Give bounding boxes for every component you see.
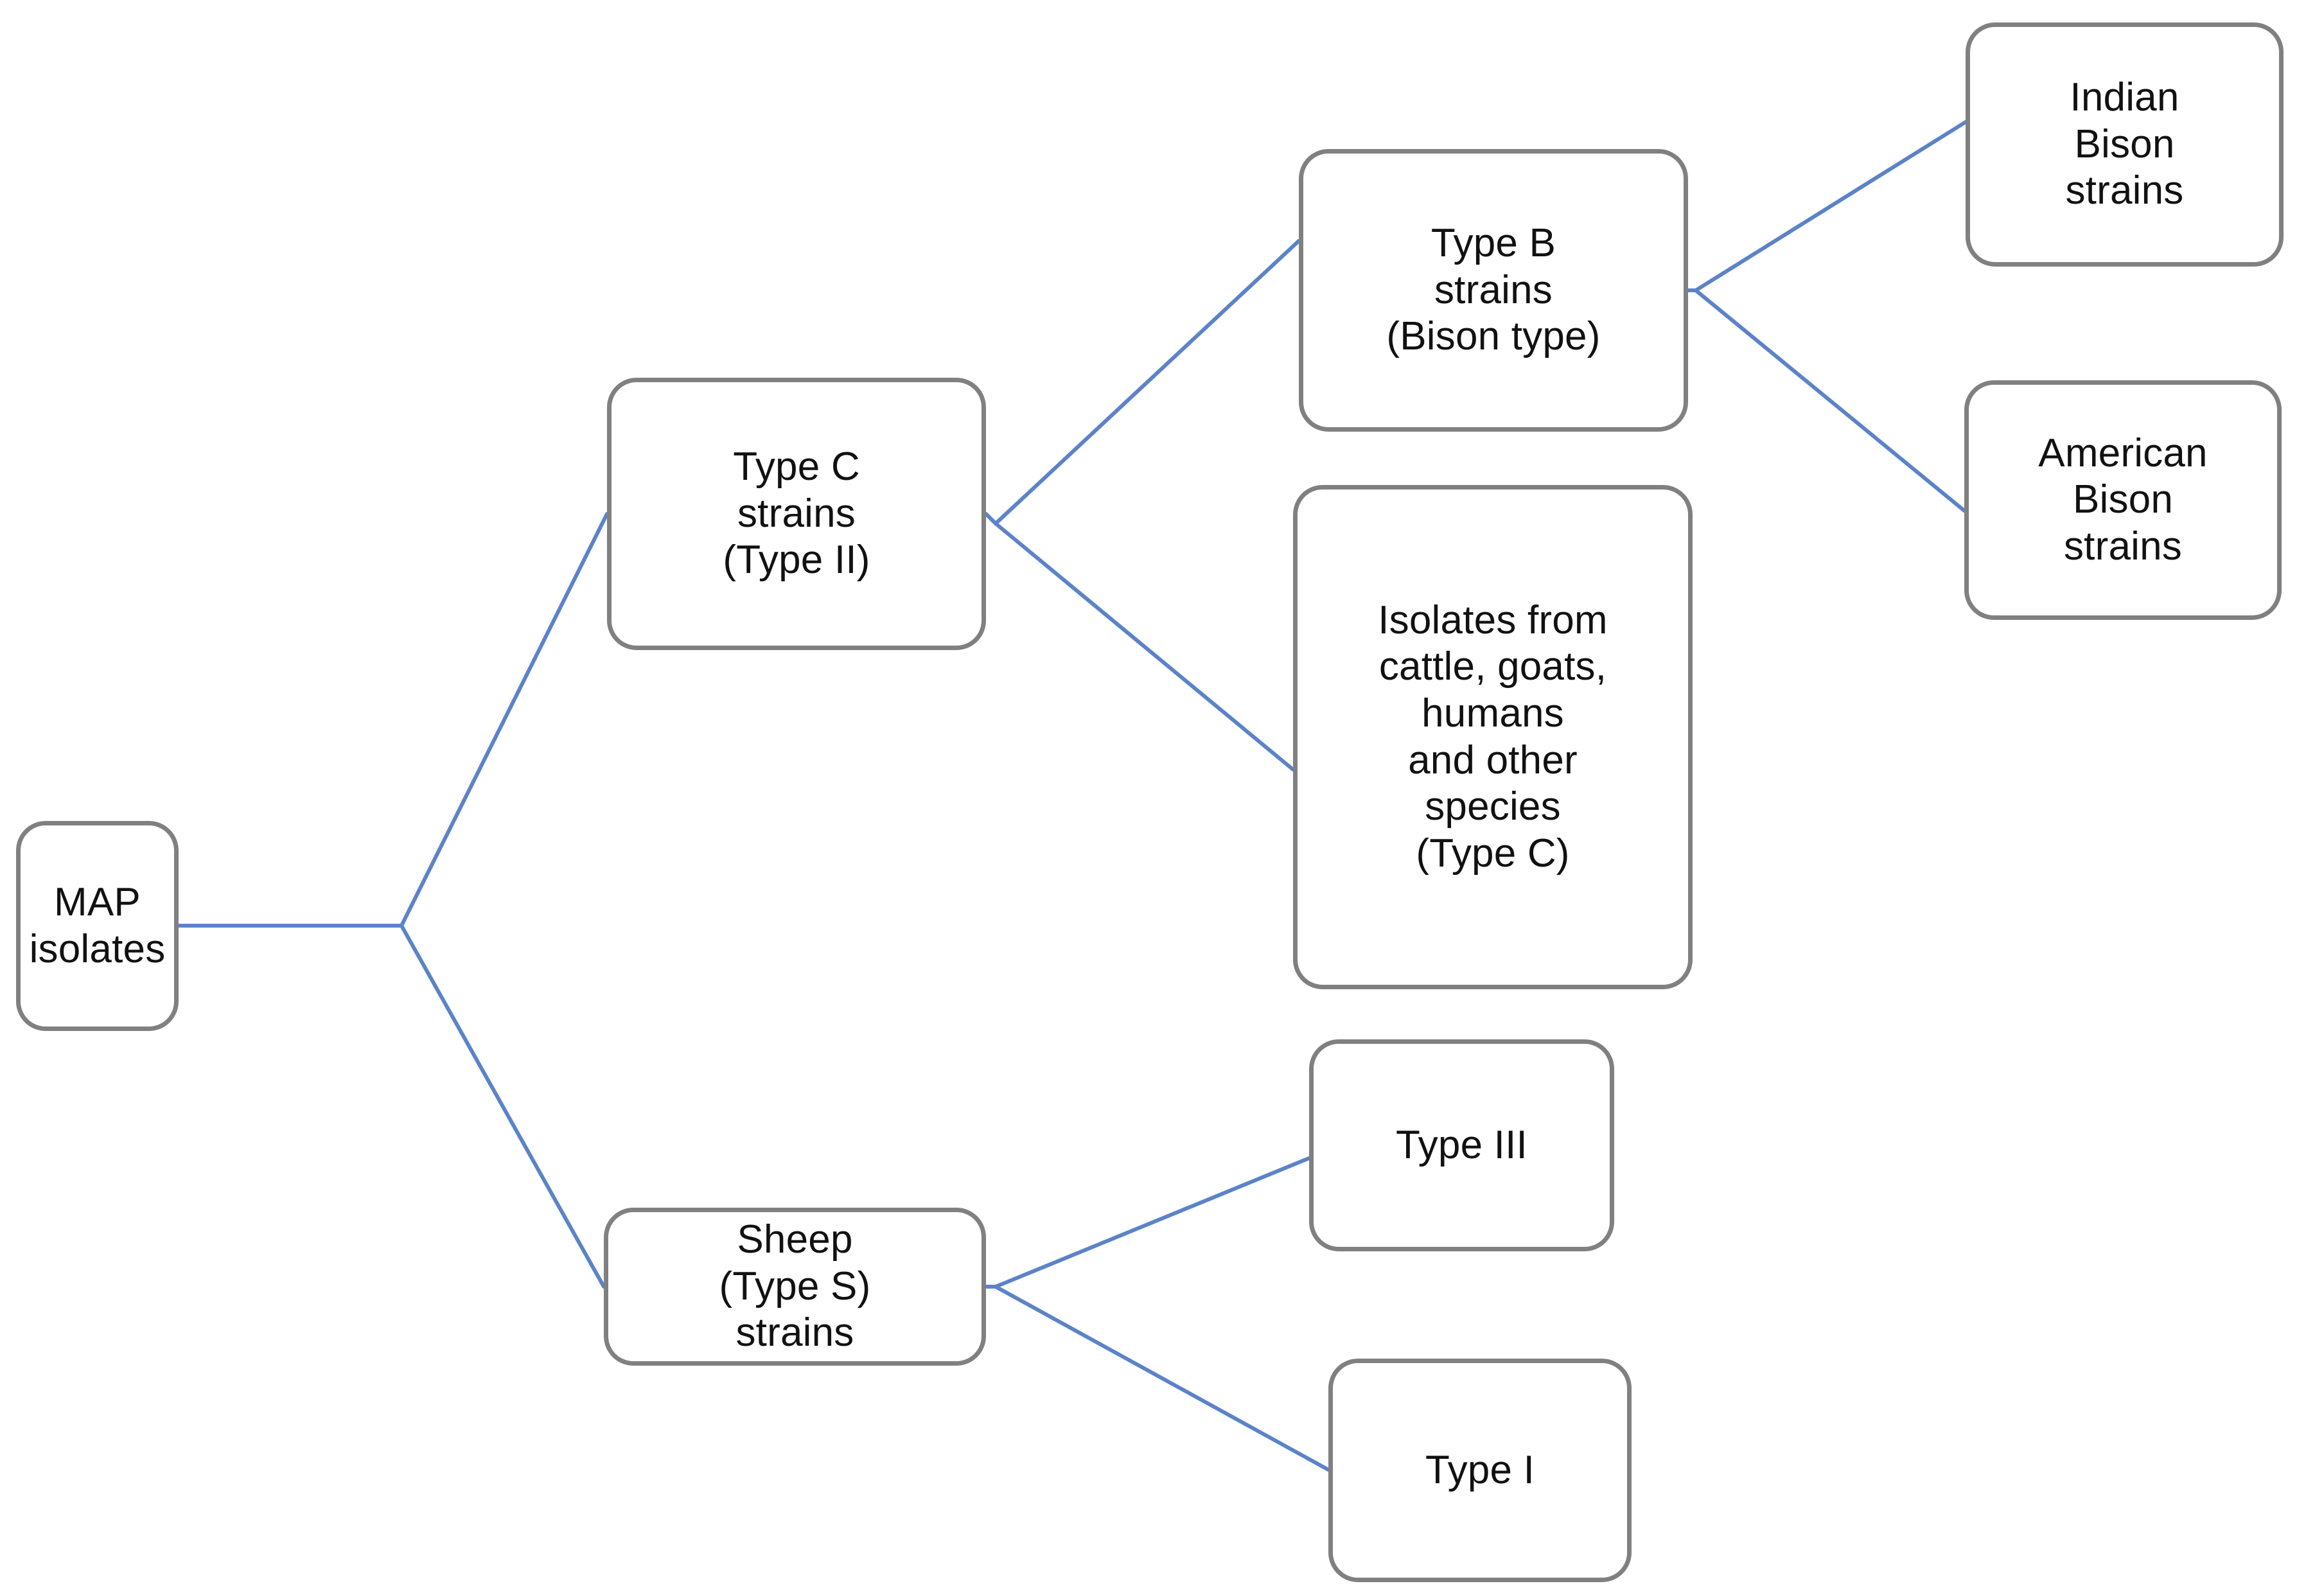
node-type-b-strains[interactable]: Type B strains (Bison type) [1299, 149, 1688, 432]
edge-type-c-to-junction [984, 512, 998, 525]
node-label-type-iii: Type III [1396, 1122, 1527, 1167]
edge-type-c-to-isolates [994, 522, 1295, 771]
node-label-type-c-strains: Type C strains (Type II) [723, 445, 870, 583]
node-indian-bison-strains[interactable]: Indian Bison strains [1966, 22, 2284, 267]
node-type-c-strains[interactable]: Type C strains (Type II) [607, 378, 986, 650]
node-type-iii[interactable]: Type III [1309, 1039, 1614, 1251]
node-sheep-strains[interactable]: Sheep (Type S) strains [604, 1208, 986, 1366]
node-label-isolates-other-species: Isolates from cattle, goats, humans and … [1378, 597, 1608, 876]
edge-map-to-type-c [400, 512, 609, 928]
node-label-type-i: Type I [1425, 1447, 1535, 1492]
node-american-bison-strains[interactable]: American Bison strains [1964, 380, 2282, 620]
node-label-american-bison-strains: American Bison strains [2038, 430, 2208, 568]
node-type-i[interactable]: Type I [1328, 1359, 1632, 1582]
edge-type-c-to-type-b [994, 239, 1301, 525]
edge-sheep-to-type-iii [994, 1156, 1311, 1289]
edge-type-b-to-american-bison [1694, 288, 1966, 513]
node-label-map-isolates: MAP isolates [29, 879, 166, 971]
node-label-type-b-strains: Type B strains (Bison type) [1386, 221, 1601, 359]
edge-sheep-to-type-i [994, 1285, 1330, 1472]
node-label-indian-bison-strains: Indian Bison strains [2065, 75, 2184, 213]
node-isolates-other-species[interactable]: Isolates from cattle, goats, humans and … [1293, 485, 1693, 989]
node-label-sheep-strains: Sheep (Type S) strains [719, 1217, 871, 1355]
edge-type-b-to-indian-bison [1694, 120, 1967, 292]
edge-map-to-sheep [400, 924, 606, 1289]
node-map-isolates[interactable]: MAP isolates [16, 821, 179, 1031]
